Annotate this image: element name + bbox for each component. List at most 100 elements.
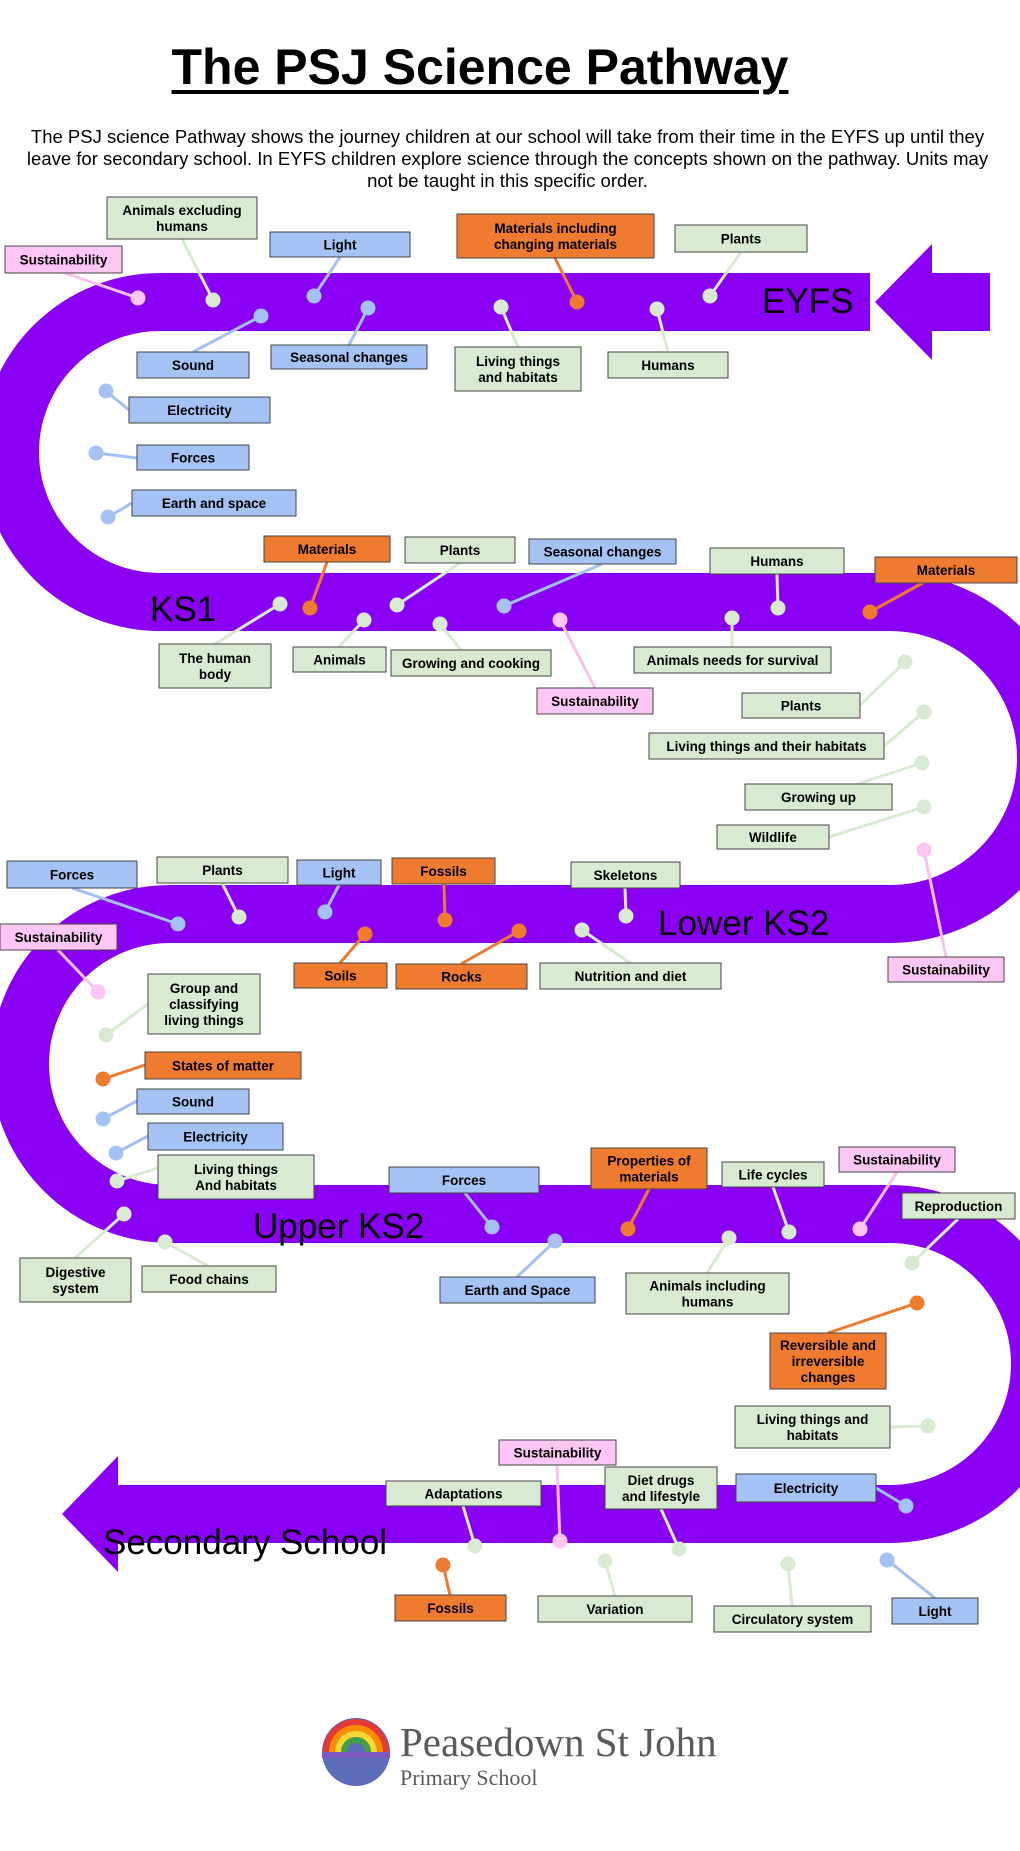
topic-node-ks1-plants-10: Plants bbox=[741, 654, 913, 719]
topic-box bbox=[735, 1473, 877, 1503]
topic-dot bbox=[511, 923, 527, 939]
topic-node-lower-ks2-electricity-12: Electricity bbox=[108, 1122, 284, 1161]
stage-label-secondary-school: Secondary School bbox=[103, 1523, 387, 1562]
topic-box bbox=[4, 245, 123, 274]
topic-dot bbox=[618, 908, 634, 924]
topic-connector bbox=[308, 561, 329, 609]
topic-label-line: Properties of bbox=[607, 1154, 691, 1169]
topic-node-lower-ks2-skeletons-4: Skeletons bbox=[570, 861, 681, 924]
topic-node-lower-ks2-soils-6: Soils bbox=[293, 926, 388, 989]
topic-node-lower-ks2-plants-1: Plants bbox=[156, 856, 289, 925]
topic-box bbox=[136, 1088, 250, 1115]
topic-connector bbox=[858, 660, 907, 707]
topic-dot bbox=[879, 1552, 895, 1568]
topic-connector bbox=[105, 1002, 149, 1037]
topic-node-upper-ks2-electricity-11: Electricity bbox=[735, 1473, 914, 1514]
topic-dot bbox=[770, 600, 786, 616]
topic-node-lower-ks2-rocks-7: Rocks bbox=[395, 923, 528, 990]
topic-box bbox=[106, 196, 258, 240]
topic-dot bbox=[389, 597, 405, 613]
topic-dot bbox=[100, 509, 116, 525]
topic-box bbox=[769, 1332, 887, 1390]
topic-box bbox=[404, 536, 516, 564]
topic-label: Reproduction bbox=[915, 1199, 1003, 1214]
topic-label-line: humans bbox=[682, 1295, 734, 1310]
topic-connector bbox=[922, 849, 948, 958]
topic-box bbox=[454, 346, 582, 392]
topic-dot bbox=[852, 1221, 868, 1237]
topic-label-line: Materials including bbox=[494, 221, 616, 236]
topic-label: Sound bbox=[172, 358, 214, 373]
topic-dot bbox=[909, 1295, 925, 1311]
topic-label-line: Animals including bbox=[649, 1279, 765, 1294]
topic-box bbox=[19, 1257, 132, 1303]
topic-label: Fossils bbox=[420, 864, 467, 879]
topic-box bbox=[874, 556, 1018, 584]
topic-node-eyfs-earth-and-space-11: Earth and space bbox=[100, 489, 297, 525]
topic-box bbox=[537, 1595, 693, 1623]
topic-label: Materials bbox=[917, 563, 976, 578]
topic-box bbox=[394, 1594, 507, 1622]
topic-label-line: habitats bbox=[787, 1428, 839, 1443]
topic-node-eyfs-seasonal-changes-6: Seasonal changes bbox=[270, 300, 428, 370]
topic-box bbox=[157, 1154, 315, 1200]
topic-connector bbox=[828, 805, 925, 839]
topic-dot bbox=[914, 755, 930, 771]
topic-label-line: Living things bbox=[476, 354, 560, 369]
topic-dot bbox=[130, 290, 146, 306]
topic-label-line: classifying bbox=[169, 997, 239, 1012]
topic-node-ks1-growing-and-cooking-7: Growing and cooking bbox=[390, 616, 552, 677]
topic-label: Adaptations bbox=[424, 1487, 502, 1502]
rainbow-logo-icon bbox=[322, 1718, 390, 1786]
topic-box bbox=[6, 860, 138, 889]
topic-dot bbox=[916, 799, 932, 815]
topic-label: Growing up bbox=[781, 790, 856, 805]
topic-dot bbox=[306, 288, 322, 304]
topic-connector bbox=[396, 561, 461, 607]
topic-box bbox=[456, 213, 655, 259]
topic-dot bbox=[702, 288, 718, 304]
topic-connector bbox=[581, 928, 631, 965]
topic-label: Humans bbox=[641, 358, 694, 373]
topic-dot bbox=[302, 600, 318, 616]
stage-label-eyfs: EYFS bbox=[762, 282, 853, 321]
topic-connector bbox=[708, 251, 743, 297]
topic-connector bbox=[64, 271, 139, 300]
topic-node-ks1-humans-3: Humans bbox=[709, 547, 845, 616]
topic-label: Forces bbox=[171, 451, 215, 466]
topic-label: Light bbox=[324, 238, 357, 253]
topic-label: Nutrition and diet bbox=[575, 969, 687, 984]
topic-node-upper-ks2-variation-16: Variation bbox=[537, 1553, 693, 1623]
topic-box bbox=[391, 857, 496, 885]
topic-connector bbox=[73, 1212, 126, 1260]
topic-node-ks1-wildlife-13: Wildlife bbox=[716, 799, 932, 850]
topic-dot bbox=[357, 926, 373, 942]
intro-paragraph: The PSJ science Pathway shows the journe… bbox=[26, 126, 989, 191]
topic-node-ks1-sustainability-8: Sustainability bbox=[536, 612, 654, 715]
topic-dot bbox=[109, 1173, 125, 1189]
topic-label: Sustainability bbox=[551, 694, 639, 709]
topic-box bbox=[293, 962, 388, 989]
topic-node-ks1-seasonal-changes-2: Seasonal changes bbox=[496, 538, 677, 614]
topic-connector bbox=[503, 562, 603, 608]
topic-node-lower-ks2-sound-11: Sound bbox=[95, 1088, 250, 1127]
topic-connector bbox=[558, 619, 597, 689]
topic-box bbox=[144, 1051, 302, 1080]
topic-dot bbox=[437, 912, 453, 928]
topic-box bbox=[147, 1122, 284, 1151]
topic-label: Food chains bbox=[169, 1272, 249, 1287]
topic-node-upper-ks2-light-18: Light bbox=[879, 1552, 979, 1625]
topic-dot bbox=[897, 654, 913, 670]
topic-label-line: And habitats bbox=[195, 1178, 277, 1193]
topic-box bbox=[838, 1146, 956, 1173]
topic-node-eyfs-light-2: Light bbox=[269, 231, 411, 304]
topic-box bbox=[536, 687, 654, 715]
